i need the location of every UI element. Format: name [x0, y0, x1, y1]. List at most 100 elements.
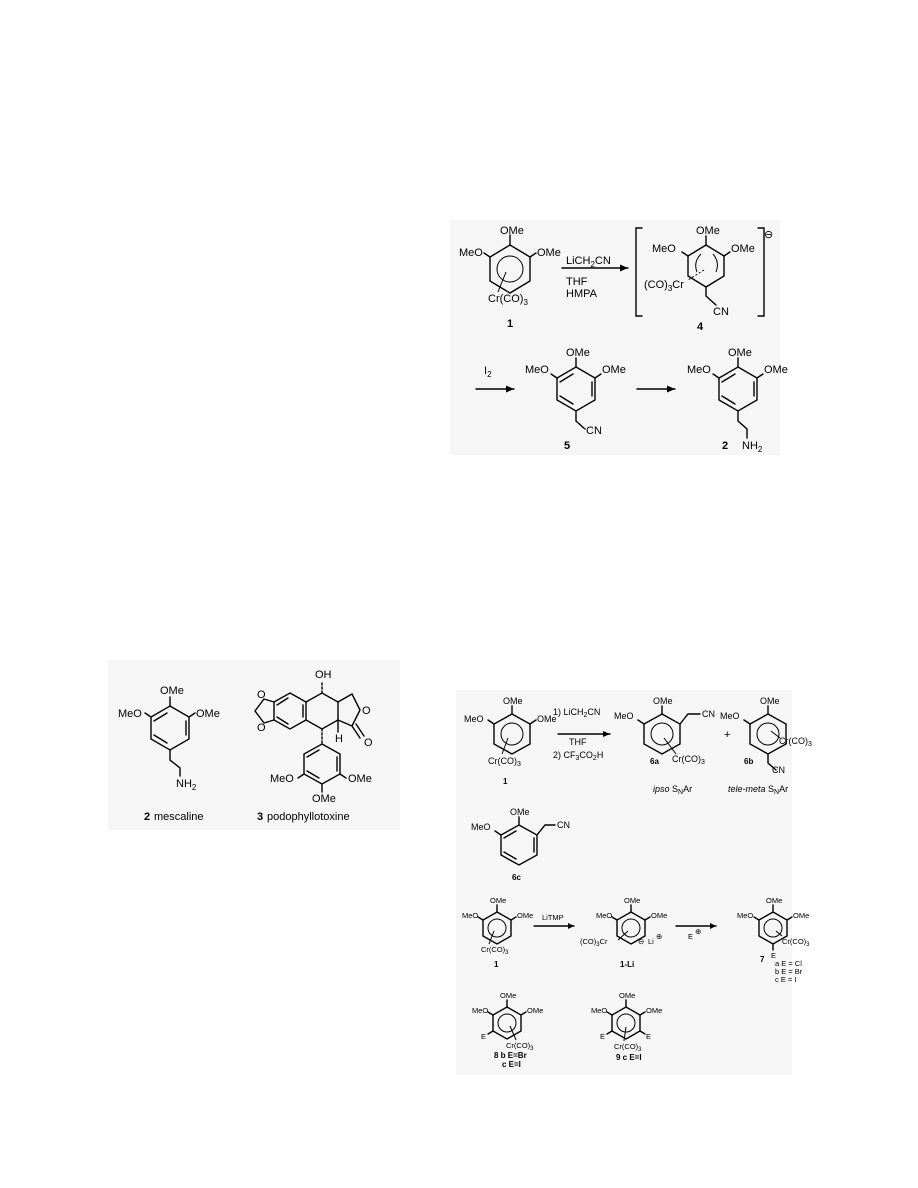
svg-text:OMe: OMe — [646, 1006, 662, 1015]
svg-text:⊖: ⊖ — [764, 229, 773, 241]
compound-6a: OMe MeO CN Cr(CO)3 6a ipso SNAr — [614, 696, 715, 796]
litmp-arrow: LiTMP — [533, 913, 575, 929]
svg-text:b E = Br: b E = Br — [775, 967, 803, 976]
svg-text:E: E — [600, 1032, 605, 1041]
svg-text:E: E — [481, 1032, 486, 1041]
svg-text:2: 2 — [722, 440, 728, 452]
svg-text:MeO: MeO — [525, 364, 549, 376]
compound-9: OMe MeO OMe E E Cr(CO)3 9 c E=I — [591, 991, 662, 1062]
svg-text:Cr(CO)3: Cr(CO)3 — [614, 1042, 642, 1053]
svg-text:⊖: ⊖ — [638, 937, 644, 946]
svg-text:OMe: OMe — [651, 911, 667, 920]
svg-text:9 c E=I: 9 c E=I — [616, 1053, 642, 1062]
svg-text:⊕: ⊕ — [695, 927, 701, 936]
svg-text:1: 1 — [503, 777, 508, 786]
svg-text:Cr(CO)3: Cr(CO)3 — [672, 754, 705, 766]
svg-text:6b: 6b — [744, 757, 753, 766]
snar-lithiation-panel — [456, 690, 792, 1075]
compound-7: OMe MeO OMe Cr(CO)3 E 7 a E = Cl b E = B… — [737, 896, 810, 984]
svg-text:MeO: MeO — [687, 364, 711, 376]
svg-text:MeO: MeO — [471, 822, 491, 832]
svg-text:OMe: OMe — [760, 696, 780, 706]
svg-text:a E = Cl: a E = Cl — [775, 959, 802, 968]
svg-text:I2: I2 — [484, 365, 492, 379]
svg-text:c E = I: c E = I — [775, 975, 796, 984]
s1-left: MeO — [459, 247, 483, 259]
svg-text:Cr(CO)3: Cr(CO)3 — [488, 756, 521, 768]
svg-text:OMe: OMe — [196, 708, 220, 720]
svg-text:OMe: OMe — [766, 896, 782, 905]
svg-text:1: 1 — [494, 960, 499, 969]
svg-text:E: E — [646, 1032, 651, 1041]
compound-5: OMe MeO OMe CN 5 — [525, 347, 626, 452]
svg-text:NH2: NH2 — [742, 440, 763, 454]
snar-arrow: 1) LiCH2CN THF 2) CF3CO2H — [553, 707, 611, 762]
svg-text:Cr(CO)3: Cr(CO)3 — [506, 1041, 534, 1052]
compound-8: OMe MeO OMe E Cr(CO)3 8 b E=Br c E=I — [472, 991, 543, 1069]
svg-text:MeO: MeO — [462, 911, 478, 920]
svg-text:Cr(CO)3: Cr(CO)3 — [779, 736, 812, 748]
svg-text:O: O — [364, 737, 373, 749]
svg-text:LiTMP: LiTMP — [542, 913, 564, 922]
svg-text:OMe: OMe — [624, 896, 640, 905]
svg-text:E: E — [771, 951, 776, 960]
svg-text:CN: CN — [586, 425, 602, 437]
svg-text:podophyllotoxine: podophyllotoxine — [267, 811, 350, 823]
svg-text:O: O — [257, 689, 266, 701]
svg-text:MeO: MeO — [652, 243, 676, 255]
compound-4-anion: OMe MeO OMe (CO)3Cr CN ⊖ 4 — [635, 225, 773, 333]
svg-text:Cr(CO)3: Cr(CO)3 — [488, 293, 528, 307]
svg-text:OMe: OMe — [793, 911, 809, 920]
natural-products-panel — [108, 660, 400, 830]
s1-right: OMe — [537, 247, 561, 259]
svg-text:THF: THF — [569, 737, 587, 747]
s1-top: OMe — [500, 225, 524, 237]
snar-compound-1: OMe MeO OMe Cr(CO)3 1 — [464, 696, 557, 786]
svg-text:Li: Li — [648, 937, 654, 946]
svg-text:MeO: MeO — [614, 711, 634, 721]
svg-text:OH: OH — [315, 669, 332, 681]
svg-text:OMe: OMe — [503, 696, 523, 706]
svg-text:Cr(CO)3: Cr(CO)3 — [481, 945, 509, 956]
compound-6b: OMe MeO Cr(CO)3 CN 6b tele-meta SNAr — [720, 696, 812, 796]
svg-text:7: 7 — [760, 955, 765, 964]
svg-text:6a: 6a — [650, 757, 659, 766]
svg-text:MeO: MeO — [737, 911, 753, 920]
svg-text:8 b E=Br: 8 b E=Br — [494, 1051, 527, 1060]
svg-text:4: 4 — [697, 321, 704, 333]
svg-text:OMe: OMe — [728, 347, 752, 359]
lith-compound-1: OMe MeO OMe Cr(CO)3 1 — [462, 896, 533, 969]
iodine-arrow: I2 — [475, 365, 515, 393]
svg-text:H: H — [335, 733, 343, 745]
compound-2-product: OMe MeO OMe NH2 2 — [687, 347, 788, 454]
svg-text:CN: CN — [772, 765, 785, 775]
svg-text:LiCH2CN: LiCH2CN — [566, 255, 611, 269]
svg-text:MeO: MeO — [270, 773, 294, 785]
svg-text:⊕: ⊕ — [656, 932, 662, 941]
svg-text:OMe: OMe — [731, 243, 755, 255]
svg-text:OMe: OMe — [517, 911, 533, 920]
svg-text:1) LiCH2CN: 1) LiCH2CN — [553, 707, 600, 719]
compound-1-li: OMe MeO OMe (CO)3Cr ⊖ Li ⊕ 1-Li — [580, 896, 667, 969]
svg-text:MeO: MeO — [591, 1006, 607, 1015]
svg-text:OMe: OMe — [312, 793, 336, 805]
svg-text:CN: CN — [557, 820, 570, 830]
svg-text:MeO: MeO — [118, 708, 142, 720]
svg-text:MeO: MeO — [464, 714, 484, 724]
svg-text:ipso SNAr: ipso SNAr — [653, 784, 692, 796]
svg-text:OMe: OMe — [602, 364, 626, 376]
compound-1-complex: OMe MeO OMe Cr(CO)3 1 — [459, 225, 561, 330]
svg-text:OMe: OMe — [537, 714, 557, 724]
svg-text:OMe: OMe — [566, 347, 590, 359]
reagents-arrow-1: LiCH2CN THF HMPA — [561, 255, 629, 300]
svg-text:OMe: OMe — [619, 991, 635, 1000]
svg-text:tele-meta SNAr: tele-meta SNAr — [728, 784, 788, 796]
svg-text:Cr(CO)3: Cr(CO)3 — [782, 937, 810, 948]
svg-text:OMe: OMe — [160, 685, 184, 697]
svg-text:O: O — [362, 705, 371, 717]
svg-text:CN: CN — [713, 306, 729, 318]
electrophile-arrow: E ⊕ — [675, 923, 717, 941]
svg-text:2) CF3CO2H: 2) CF3CO2H — [553, 750, 603, 762]
podophyllotoxine-structure: OH H O O O O MeO OMe OMe 3 podophyllotox… — [254, 669, 373, 823]
